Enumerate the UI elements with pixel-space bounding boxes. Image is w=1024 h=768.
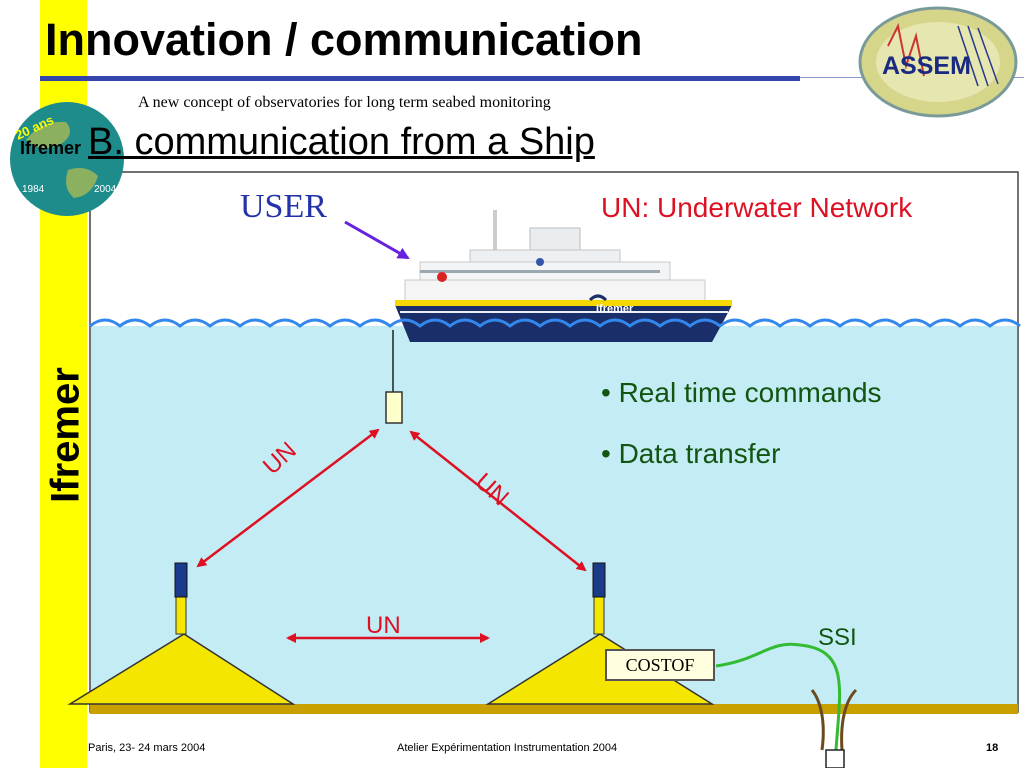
footer-location-date: Paris, 23- 24 mars 2004 bbox=[88, 742, 206, 754]
slide-subtitle: A new concept of observatories for long … bbox=[138, 94, 551, 111]
seabed bbox=[90, 704, 1018, 714]
legend-underwater-network: UN: Underwater Network bbox=[601, 192, 913, 223]
slide-title: Innovation / communication bbox=[45, 14, 643, 65]
un-link-middle-label: UN bbox=[366, 612, 401, 639]
costof-box: COSTOF bbox=[605, 649, 715, 681]
assem-logo bbox=[858, 6, 1018, 118]
bullet-data-transfer: • Data transfer bbox=[601, 438, 781, 469]
svg-text:Ifremer: Ifremer bbox=[596, 303, 634, 315]
footer-event: Atelier Expérimentation Instrumentation … bbox=[397, 742, 618, 754]
relay-buoy bbox=[385, 391, 403, 424]
seabed-node-left bbox=[67, 562, 296, 705]
page-number: 18 bbox=[986, 742, 999, 754]
ssi-label: SSI bbox=[818, 624, 857, 651]
title-underline bbox=[40, 76, 800, 81]
un-link-left bbox=[196, 428, 380, 568]
bullet-real-time-commands: • Real time commands bbox=[601, 377, 882, 408]
svg-text:1984: 1984 bbox=[22, 184, 45, 195]
un-link-right bbox=[409, 430, 587, 572]
ssi-borehole bbox=[825, 749, 845, 768]
svg-text:2004: 2004 bbox=[94, 184, 117, 195]
ssi-cable bbox=[715, 642, 842, 751]
assem-logo-text: ASSEM bbox=[882, 52, 971, 80]
ifremer-globe-logo: 20 ans 1984 2004 bbox=[10, 102, 124, 216]
user-label: USER bbox=[240, 188, 327, 225]
globe-logo-text: Ifremer bbox=[20, 138, 82, 158]
section-heading: B. communication from a Ship bbox=[88, 121, 595, 163]
sea-surface-waves bbox=[89, 318, 1021, 328]
user-arrow bbox=[344, 220, 410, 260]
